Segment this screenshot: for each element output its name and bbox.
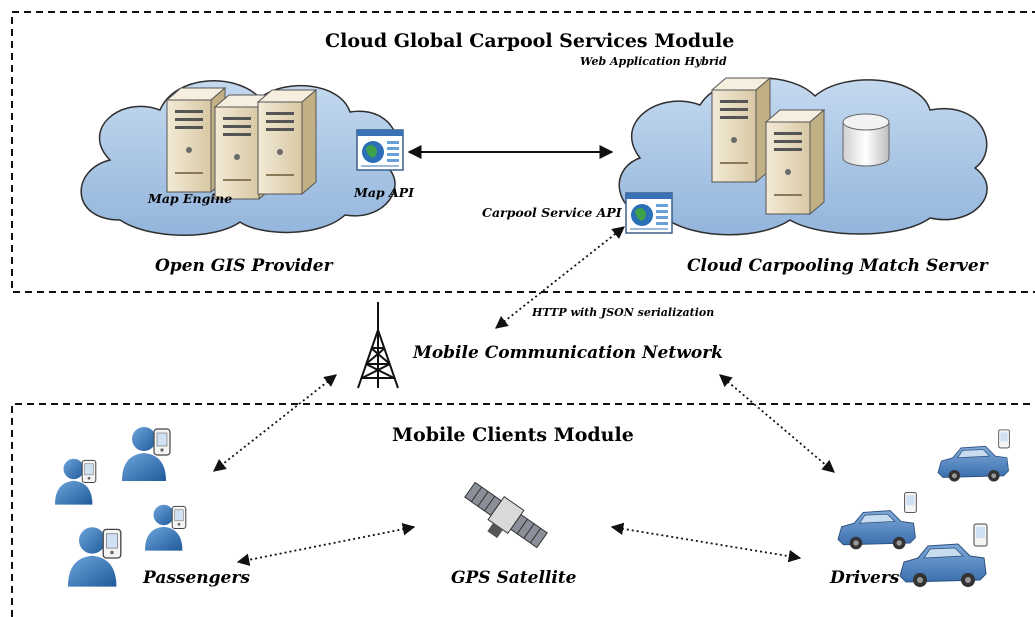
http-json-arrow: [495, 226, 625, 329]
passenger-icon-1: [121, 426, 171, 482]
driver-car-icon-1: [937, 429, 1010, 482]
passengers-label: Passengers: [143, 568, 250, 588]
clients-module-title: Mobile Clients Module: [392, 424, 634, 446]
map-engine-label: Map Engine: [148, 191, 233, 206]
map-api-label: Map API: [354, 185, 414, 200]
gps-to-drivers-arrow: [610, 522, 802, 563]
match-server-1: [711, 77, 771, 183]
map-engine-server-3: [257, 89, 317, 195]
carpool-service-api-icon: [625, 192, 673, 234]
gps-to-passengers-arrow: [236, 523, 416, 566]
network-to-passengers-arrow: [213, 374, 337, 472]
driver-car-icon-2: [837, 492, 917, 550]
cloud-module-subtitle: Web Application Hybrid: [580, 55, 727, 68]
passenger-icon-2: [54, 458, 97, 506]
cell-tower-icon: [357, 302, 399, 389]
map-api-icon: [356, 129, 404, 171]
database-icon: [842, 113, 890, 167]
network-label: Mobile Communication Network: [413, 343, 723, 363]
passenger-icon-3: [144, 504, 187, 552]
gps-satellite-icon: [464, 481, 548, 549]
match-server-2: [765, 109, 825, 215]
cloud-module-title: Cloud Global Carpool Services Module: [325, 30, 735, 52]
drivers-label: Drivers: [830, 568, 900, 588]
passenger-icon-4: [67, 526, 122, 588]
match-server-label: Cloud Carpooling Match Server: [687, 256, 988, 276]
protocol-label: HTTP with JSON serialization: [532, 306, 715, 319]
gps-satellite-label: GPS Satellite: [451, 568, 577, 588]
gis-provider-label: Open GIS Provider: [155, 256, 333, 276]
carpool-service-api-label: Carpool Service API: [482, 205, 622, 220]
network-to-drivers-arrow: [719, 374, 835, 473]
